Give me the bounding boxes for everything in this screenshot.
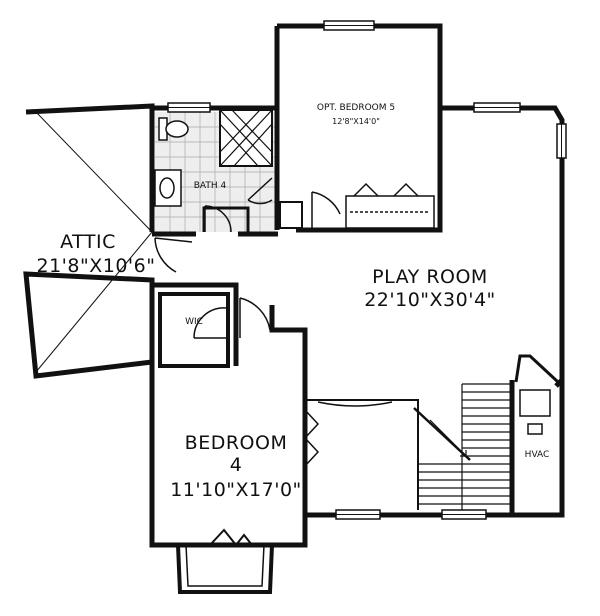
bedroom4-name: BEDROOM: [185, 432, 288, 454]
closet-door-swing: [247, 177, 273, 205]
bedroom5-closet-box: [345, 195, 435, 229]
wic-inner-wall: [158, 292, 230, 368]
bath-partition: [202, 206, 250, 232]
bedroom5-door-swing: [311, 191, 341, 230]
bath-window: [167, 102, 211, 113]
playroom-name: PLAY ROOM: [372, 266, 488, 288]
bedroom4-bay-window: [176, 528, 274, 594]
sink-icon: [159, 177, 175, 199]
bedroom4-closet-doors: [304, 409, 320, 467]
shower-pattern: [219, 109, 273, 167]
hvac-unit: [519, 389, 551, 417]
wic-door-swing: [193, 307, 227, 339]
playroom-size: 22'10"X30'4": [364, 289, 496, 311]
hall-arched-opening: [317, 401, 393, 407]
bath-area: [154, 109, 275, 233]
hvac-panel: [527, 423, 543, 435]
toilet-bowl: [165, 120, 189, 138]
bedroom4-number: 4: [230, 454, 243, 476]
bedroom5-closet-doors: [353, 182, 419, 197]
bay-window-door: [209, 528, 253, 546]
bedroom5-window: [323, 20, 375, 31]
attic-name: ATTIC: [60, 231, 116, 253]
hvac-name: HVAC: [525, 450, 550, 460]
stair-direction-arrow: [429, 419, 467, 457]
bedroom4-size: 11'10"X17'0": [170, 479, 302, 501]
hvac-closet: [514, 354, 560, 435]
bedroom5-closet: [345, 182, 435, 229]
attic-size: 21'8"X10'6": [37, 255, 156, 277]
hall-windows: [335, 509, 487, 520]
bedroom5-size: 12'8"X14'0": [332, 117, 380, 126]
chimney-box: [279, 201, 303, 229]
bay-window-inner: [185, 544, 265, 587]
hvac-walls: [514, 354, 560, 384]
hall-top-rail: [305, 399, 419, 510]
bay-window-outline: [176, 544, 274, 594]
bedroom4-door-swing: [239, 297, 271, 338]
attic-diagonal-lines: [35, 111, 153, 373]
bedroom5-name: OPT. BEDROOM 5: [317, 103, 395, 113]
stair-flight: [418, 383, 512, 512]
stair-hall: [305, 380, 565, 518]
wic-name: WIC: [185, 317, 203, 327]
attic-door-swing: [154, 237, 193, 273]
playroom-window-top: [473, 102, 521, 113]
playroom-window-right: [556, 123, 567, 159]
bath-name: BATH 4: [194, 181, 227, 191]
